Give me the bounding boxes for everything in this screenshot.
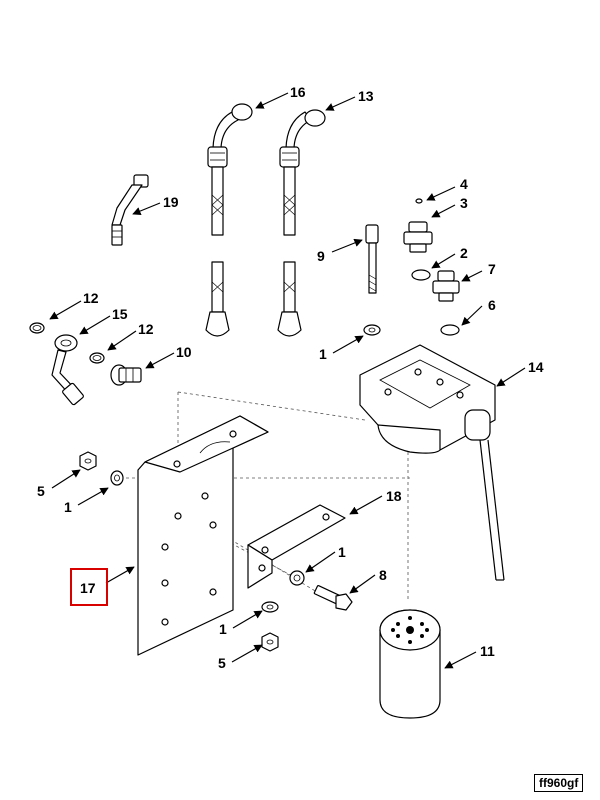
o-ring-12-lower: [89, 352, 105, 364]
callout-15: 15: [112, 306, 128, 322]
washer-1-top: [363, 324, 381, 336]
diagram-id-label: ff960gf: [534, 774, 584, 792]
callout-19: 19: [163, 194, 179, 210]
callout-9: 9: [317, 248, 325, 264]
banjo-line-15: [51, 334, 84, 406]
o-ring-2: [411, 269, 431, 281]
callout-10: 10: [176, 344, 192, 360]
callout-1-bottom: 1: [219, 621, 227, 637]
callout-3: 3: [460, 195, 468, 211]
callout-5-upper: 5: [37, 483, 45, 499]
callout-7: 7: [488, 261, 496, 277]
fitting-3: [403, 221, 433, 253]
callout-5-lower: 5: [218, 655, 226, 671]
bracket-18: [247, 504, 346, 589]
callout-14: 14: [528, 359, 544, 375]
o-ring-12-upper: [29, 322, 45, 334]
hose-assembly-13: [277, 109, 326, 337]
filter-head-14: [359, 344, 505, 581]
hose-assembly-16: [205, 103, 253, 337]
callout-11: 11: [480, 643, 495, 659]
callout-1-left: 1: [64, 499, 72, 515]
filter-cartridge-11: [379, 609, 441, 719]
fitting-7: [432, 270, 460, 302]
bolt-8: [313, 585, 353, 611]
callout-8: 8: [379, 567, 387, 583]
washer-1-bottom: [261, 601, 279, 613]
callout-17: 17: [80, 580, 96, 596]
callout-12-upper: 12: [83, 290, 99, 306]
callout-12-lower: 12: [138, 321, 154, 337]
callout-1-top: 1: [319, 346, 327, 362]
o-ring-6: [440, 324, 460, 336]
callout-highlight-box: [70, 568, 108, 606]
leader-lines: [49, 92, 526, 669]
callout-18: 18: [386, 488, 402, 504]
bolt-9: [365, 224, 379, 294]
callout-1-right: 1: [338, 544, 346, 560]
elbow-fitting-19: [111, 174, 149, 246]
washer-1-right: [289, 570, 305, 586]
callout-4: 4: [460, 176, 468, 192]
banjo-bolt-10: [110, 364, 142, 386]
callout-13: 13: [358, 88, 374, 104]
nut-5-lower: [261, 632, 279, 652]
callout-6: 6: [488, 297, 496, 313]
callout-16: 16: [290, 84, 306, 100]
nut-5-upper: [79, 451, 97, 471]
washer-1-left: [110, 470, 124, 486]
ring-4: [415, 198, 423, 204]
callout-2: 2: [460, 245, 468, 261]
bracket-17: [137, 415, 269, 656]
